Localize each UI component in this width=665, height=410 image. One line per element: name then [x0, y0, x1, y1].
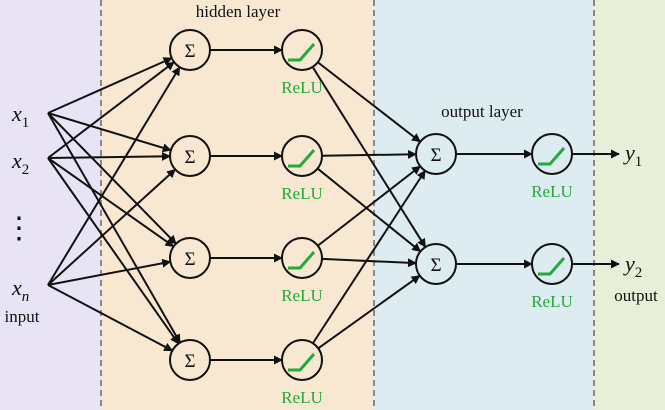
relu-curve-icon [288, 149, 316, 168]
output-y2: y2 [623, 251, 642, 281]
sum-symbol: Σ [430, 145, 441, 166]
output-sub: 1 [635, 154, 643, 170]
connection-arrow [47, 284, 174, 352]
output-layer-title: output layer [441, 102, 523, 121]
relu-node [281, 29, 323, 71]
input-var: x [11, 275, 22, 300]
connection-arrow [311, 66, 427, 248]
relu-curve-icon [538, 147, 566, 166]
output-y1: y1 [623, 140, 642, 170]
relu-label: ReLU [531, 292, 573, 311]
input-ellipsis: ⋮ [4, 212, 34, 245]
output-var: y [623, 251, 635, 276]
input-sub: n [22, 289, 30, 305]
hidden-layer-band [101, 0, 374, 410]
relu-curve-icon [538, 257, 566, 276]
sum-symbol: Σ [184, 351, 195, 372]
hidden-sum-node: Σ [169, 339, 211, 381]
connection-arrow [47, 66, 181, 286]
relu-label: ReLU [281, 78, 323, 97]
connections [47, 45, 620, 365]
connection-arrow [47, 151, 171, 161]
hidden-sum-node: Σ [169, 135, 211, 177]
relu-node [281, 237, 323, 279]
output-sub: 2 [635, 265, 643, 281]
relu-label: ReLU [281, 184, 323, 203]
relu-label: ReLU [281, 286, 323, 305]
output-sum-node: Σ [415, 243, 457, 285]
output-sum-node: Σ [415, 133, 457, 175]
sum-symbol: Σ [184, 147, 195, 168]
connection-arrow [321, 149, 417, 159]
input-sub: 2 [22, 162, 30, 178]
output-band [594, 0, 665, 410]
connection-arrow [317, 165, 421, 247]
connection-arrow [317, 61, 421, 143]
output-var: y [623, 140, 635, 165]
relu-node [531, 243, 573, 285]
connection-arrow [47, 157, 180, 345]
connection-arrow [47, 258, 172, 286]
relu-curve-icon [288, 251, 316, 270]
input-label: input [5, 307, 40, 326]
connection-arrow [47, 61, 175, 159]
hidden-sum-node: Σ [169, 29, 211, 71]
input-sub: 1 [22, 115, 30, 131]
output-layer-band [374, 0, 594, 410]
connection-arrow [47, 57, 173, 114]
connection-arrow [47, 168, 176, 286]
sum-symbol: Σ [184, 249, 195, 270]
connection-arrow [47, 112, 172, 153]
connection-arrow [312, 170, 426, 344]
input-x1: x1 [11, 101, 29, 131]
relu-node [281, 135, 323, 177]
relu-node [281, 339, 323, 381]
input-x2: x2 [11, 148, 29, 178]
input-var: x [11, 148, 22, 173]
connection-arrow [47, 112, 181, 344]
relu-label: ReLU [281, 388, 323, 407]
hidden-sum-node: Σ [169, 237, 211, 279]
output-label: output [614, 286, 658, 305]
connection-arrow [316, 167, 422, 253]
relu-label: ReLU [531, 182, 573, 201]
relu-curve-icon [288, 43, 316, 62]
sum-symbol: Σ [430, 255, 441, 276]
input-band [0, 0, 101, 410]
input-xn: xn [11, 275, 29, 305]
relu-node [531, 133, 573, 175]
sum-symbol: Σ [184, 41, 195, 62]
connection-arrow [321, 257, 417, 268]
connection-arrow [47, 157, 175, 248]
relu-curve-icon [288, 353, 316, 372]
hidden-layer-title: hidden layer [196, 2, 281, 21]
connection-arrow [317, 274, 421, 350]
input-var: x [11, 101, 22, 126]
